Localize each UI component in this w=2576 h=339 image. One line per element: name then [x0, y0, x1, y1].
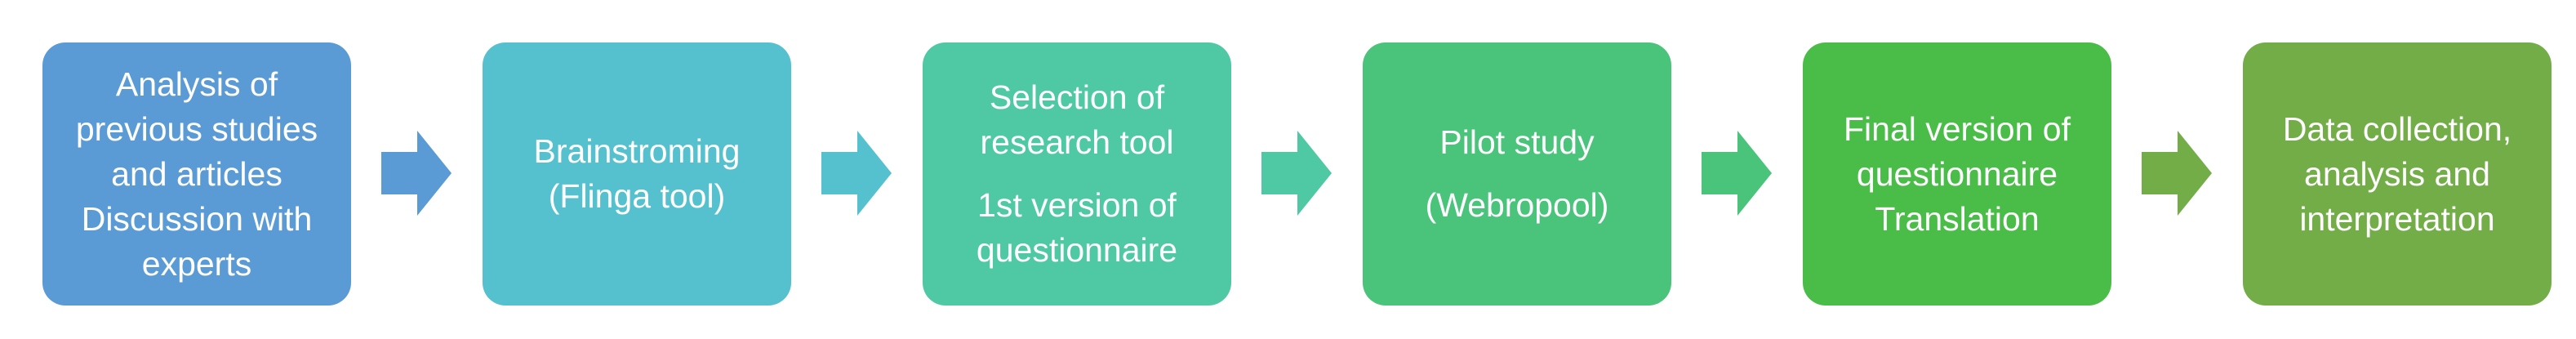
step-3-line-2: research tool — [980, 123, 1174, 161]
step-3-line-1: Selection of — [989, 78, 1165, 116]
step-1-line-4: Discussion with — [81, 199, 313, 238]
step-4-line-2: (Webropool) — [1425, 186, 1609, 224]
step-2-line-1: Brainstroming — [533, 132, 741, 170]
step-3-box: Selection of research tool 1st version o… — [923, 42, 1231, 306]
arrow-2-icon — [821, 131, 892, 216]
arrow-3-icon — [1261, 131, 1332, 216]
step-5-line-3: Translation — [1875, 199, 2040, 238]
step-6-line-3: interpretation — [2299, 199, 2495, 238]
arrow-1-shape — [381, 131, 452, 216]
step-2-box: Brainstroming (Flinga tool) — [483, 42, 791, 306]
step-6-line-2: analysis and — [2304, 154, 2490, 193]
step-1-box: Analysis of previous studies and article… — [42, 42, 351, 306]
step-4-line-1: Pilot study — [1439, 123, 1595, 161]
arrow-5-icon — [2142, 131, 2212, 216]
arrow-4-shape — [1702, 131, 1772, 216]
arrow-2-shape — [821, 131, 892, 216]
step-3-line-4: questionnaire — [976, 231, 1178, 269]
step-1-line-5: experts — [141, 244, 252, 283]
step-4-box: Pilot study (Webropool) — [1363, 42, 1671, 306]
arrow-3-shape — [1261, 131, 1332, 216]
step-2-line-2: (Flinga tool) — [548, 177, 726, 215]
step-5-box: Final version of questionnaire Translati… — [1803, 42, 2111, 306]
arrow-1-icon — [381, 131, 452, 216]
step-6-box: Data collection, analysis and interpreta… — [2243, 42, 2552, 306]
step-5-line-1: Final version of — [1843, 109, 2071, 148]
step-1-line-3: and articles — [111, 154, 283, 193]
arrow-5-shape — [2142, 131, 2212, 216]
step-1-line-2: previous studies — [75, 109, 318, 148]
arrow-4-icon — [1702, 131, 1772, 216]
step-3-line-3: 1st version of — [977, 186, 1177, 224]
step-6-line-1: Data collection, — [2282, 109, 2512, 148]
step-1-line-1: Analysis of — [115, 65, 278, 103]
step-5-line-2: questionnaire — [1856, 154, 2058, 193]
